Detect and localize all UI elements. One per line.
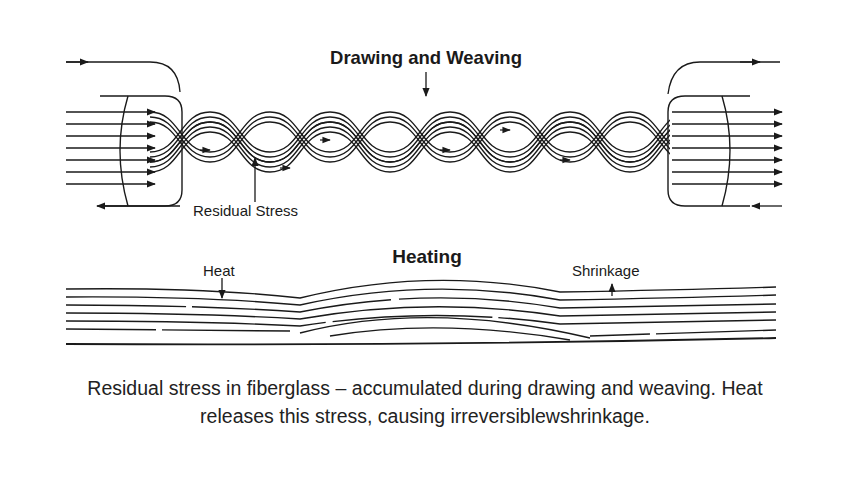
strand [210, 122, 330, 172]
section-title: Drawing and Weaving [330, 47, 522, 69]
return-arrow [752, 205, 782, 206]
woven-braid [150, 112, 670, 172]
callout-label: Shrinkage [572, 262, 640, 280]
feed-line [66, 62, 180, 92]
output-line [668, 62, 780, 94]
input-fibers [66, 112, 155, 184]
strand [390, 112, 510, 162]
figure-caption: Residual stress in fiberglass – accumula… [75, 374, 775, 430]
strand [510, 112, 630, 162]
strand [270, 112, 390, 162]
strand [510, 112, 630, 162]
output-fibers [672, 112, 782, 184]
strand [150, 122, 210, 172]
strand [390, 112, 510, 162]
feed-arrow [66, 61, 88, 62]
strand [270, 112, 390, 162]
callout-label: Heat [203, 262, 235, 280]
strand [150, 112, 270, 162]
strand [450, 122, 570, 172]
strand [150, 112, 270, 162]
shrinkage-arrow [611, 284, 612, 296]
leader-arrow [254, 158, 255, 202]
pointer-arrow [425, 72, 426, 96]
return-arrow [97, 205, 180, 206]
heat-arrow [221, 278, 222, 298]
fiber-layer [66, 280, 776, 344]
callout-label: Residual Stress [193, 202, 298, 220]
section-title: Heating [392, 246, 462, 269]
strand [330, 122, 450, 172]
output-arrow [740, 61, 760, 62]
strand [570, 122, 670, 172]
